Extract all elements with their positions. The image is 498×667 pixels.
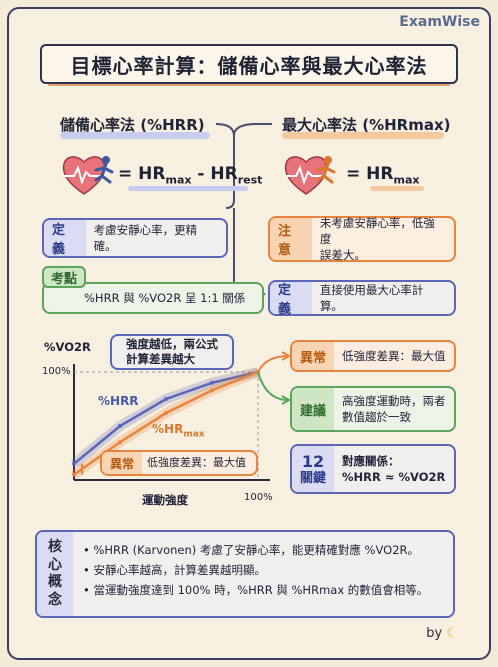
advice-card: 建議 高強度運動時，兩者 數值趨於一致 — [290, 386, 456, 432]
title-underline — [48, 84, 450, 86]
advice-text: 高強度運動時，兩者 數值趨於一致 — [342, 393, 446, 424]
definition-text: 直接使用最大心率計算。 — [319, 282, 424, 313]
exam-point-text: %HRR 與 %VO2R 呈 1:1 關係 — [84, 290, 246, 305]
data-point — [118, 424, 122, 428]
diff-tag: 異常 — [102, 452, 143, 474]
list-item: %HRR (Karvonen) 考慮了安靜心率，能更精確對應 %VO2R。 — [83, 540, 445, 560]
note-text: 未考慮安靜心率，低強度 誤差大。 — [319, 215, 435, 263]
anomaly-text: 低強度差異：最大值 — [342, 348, 446, 363]
note-right-card: 注意 未考慮安靜心率，低強度 誤差大。 — [268, 216, 456, 262]
hrmax-method-title: 最大心率法 (%HRmax) — [282, 116, 451, 134]
hrr-formula: = HRmax - HRrest — [118, 164, 263, 187]
heart-runner-icon — [60, 150, 116, 196]
heart-runner-icon — [282, 150, 338, 196]
chart-callout-top: 強度越低，兩公式 計算差異越大 — [110, 334, 234, 370]
diff-text: 低強度差異：最大值 — [147, 456, 247, 470]
hrmax-formula-underline — [370, 186, 424, 191]
data-point — [164, 411, 168, 416]
definition-text: 考慮安靜心率，更精確。 — [93, 222, 198, 253]
page-title: 目標心率計算：儲備心率與最大心率法 — [40, 44, 458, 84]
hrr-method-title: 儲備心率法 (%HRR) — [60, 116, 205, 134]
data-point — [164, 397, 168, 401]
definition-tag: 定義 — [44, 220, 86, 257]
series-label-hrr: %HRR — [98, 394, 139, 408]
y-axis-label: %VO2R — [44, 340, 91, 354]
y-tick-label: 100% — [42, 366, 71, 377]
definition-left-card: 定義 考慮安靜心率，更精確。 — [42, 218, 228, 258]
x-axis-label: 運動強度 — [142, 493, 188, 507]
list-item: 當運動強度達到 100% 時，%HRR 與 %HRmax 的數值會相等。 — [83, 580, 445, 600]
key-tag: 12 關鍵 — [292, 446, 335, 492]
hrr-formula-underline — [128, 186, 248, 191]
banana-icon: ☾ — [446, 626, 458, 641]
x-tick-label: 100% — [244, 492, 273, 503]
definition-right-card: 定義 直接使用最大心率計算。 — [268, 280, 456, 317]
series-label-hrmax: %HRmax — [152, 422, 205, 440]
chart-connector-arrows — [258, 351, 292, 405]
hrmax-formula: = HRmax — [346, 164, 420, 187]
definition-tag: 定義 — [270, 282, 312, 317]
exam-point-tag: 考點 — [42, 266, 86, 288]
list-item: 安靜心率越高，計算差異越明顯。 — [83, 560, 445, 580]
anomaly-card: 異常 低強度差異：最大值 — [290, 340, 456, 372]
anomaly-tag: 異常 — [292, 342, 335, 370]
byline: by ☾ — [426, 626, 458, 641]
hrmax-title-highlight — [282, 132, 444, 139]
note-tag: 注意 — [270, 218, 312, 260]
key-text: 對應關係： %HRR ≈ %VO2R — [342, 453, 446, 484]
advice-tag: 建議 — [292, 388, 335, 430]
hrr-title-highlight — [60, 132, 210, 139]
data-point — [72, 461, 76, 466]
key-card: 12 關鍵 對應關係： %HRR ≈ %VO2R — [290, 444, 456, 494]
chart-diff-card: 異常 低強度差異：最大值 — [100, 450, 258, 476]
core-concept-tag: 核 心 概 念 — [37, 532, 73, 616]
data-point — [210, 388, 214, 393]
center-bracket — [215, 123, 272, 301]
core-concept-box: 核 心 概 念 %HRR (Karvonen) 考慮了安靜心率，能更精確對應 %… — [35, 530, 455, 618]
callout-text: 強度越低，兩公式 計算差異越大 — [126, 337, 218, 366]
data-point — [118, 440, 122, 445]
data-point — [210, 380, 214, 385]
core-concept-list: %HRR (Karvonen) 考慮了安靜心率，能更精確對應 %VO2R。 安靜… — [83, 540, 445, 600]
data-point — [72, 472, 76, 477]
brand-logo: ExamWise — [399, 14, 480, 30]
